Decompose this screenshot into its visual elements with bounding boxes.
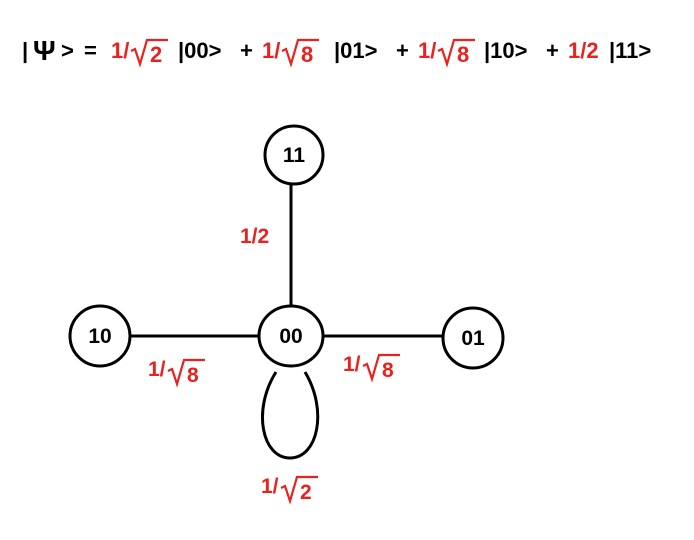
node-11-circle bbox=[263, 124, 325, 186]
node-10-circle bbox=[68, 304, 132, 368]
node-00-circle bbox=[257, 304, 325, 368]
equation-ket-close: > bbox=[61, 38, 74, 63]
edge-label-10-prefix: 1/ bbox=[148, 358, 166, 381]
node-10: 10 bbox=[68, 304, 132, 368]
edge-label-01-radicand: 8 bbox=[382, 359, 394, 382]
node-01-label: 01 bbox=[461, 327, 485, 350]
edge-label-01-prefix: 1/ bbox=[343, 353, 361, 376]
node-01-circle bbox=[441, 306, 505, 370]
term-2-radicand: 8 bbox=[301, 42, 313, 67]
term-2-sqrt-sign bbox=[281, 38, 319, 68]
self-loop-00 bbox=[261, 371, 320, 460]
term-4-ket: |11> bbox=[609, 38, 651, 63]
node-01: 01 bbox=[441, 306, 505, 370]
node-00-label: 00 bbox=[279, 325, 302, 348]
term-3-sqrt-sign bbox=[437, 38, 475, 68]
term-3-radicand: 8 bbox=[457, 42, 469, 67]
node-10-label: 10 bbox=[88, 325, 111, 348]
edge-label-11: 1/2 bbox=[240, 225, 269, 248]
term-2-coefficient-prefix: 1/ bbox=[262, 38, 280, 63]
node-00: 00 bbox=[257, 304, 325, 368]
equals-sign: = bbox=[84, 38, 97, 63]
edge-label-loop-prefix: 1/ bbox=[261, 475, 279, 498]
graph-edges bbox=[130, 175, 444, 460]
term-3-ket: |10> bbox=[484, 38, 527, 63]
edge-labels: 1/2 1/ 8 1/ 8 1/ 2 bbox=[148, 225, 400, 505]
equation-bra-bar: | bbox=[22, 38, 28, 63]
term-1-ket: |00> bbox=[178, 38, 221, 63]
plus-sign-1: + bbox=[240, 38, 253, 63]
term-1-coefficient-prefix: 1/ bbox=[111, 38, 129, 63]
plus-sign-2: + bbox=[396, 38, 409, 63]
term-1-sqrt-sign bbox=[130, 38, 168, 68]
plus-sign-3: + bbox=[546, 38, 559, 63]
edge-label-loop-sqrt-sign bbox=[280, 475, 318, 505]
state-equation: | Ψ > = 1/ 2 |00> + 1/ 8 |01> + 1/ 8 |10… bbox=[22, 35, 651, 68]
edge-label-10-radicand: 8 bbox=[187, 364, 199, 387]
edge-label-10-sqrt-sign bbox=[167, 358, 205, 388]
psi-symbol: Ψ bbox=[33, 35, 56, 66]
edge-label-loop-radicand: 2 bbox=[300, 481, 312, 504]
term-4-coefficient: 1/2 bbox=[568, 38, 599, 63]
graph-nodes: 11 00 10 01 bbox=[68, 124, 505, 370]
node-11-label: 11 bbox=[283, 144, 306, 167]
term-2-ket: |01> bbox=[334, 38, 377, 63]
node-11: 11 bbox=[263, 124, 325, 186]
edge-label-01-sqrt-sign bbox=[362, 353, 400, 383]
term-1-radicand: 2 bbox=[150, 42, 162, 67]
term-3-coefficient-prefix: 1/ bbox=[418, 38, 436, 63]
